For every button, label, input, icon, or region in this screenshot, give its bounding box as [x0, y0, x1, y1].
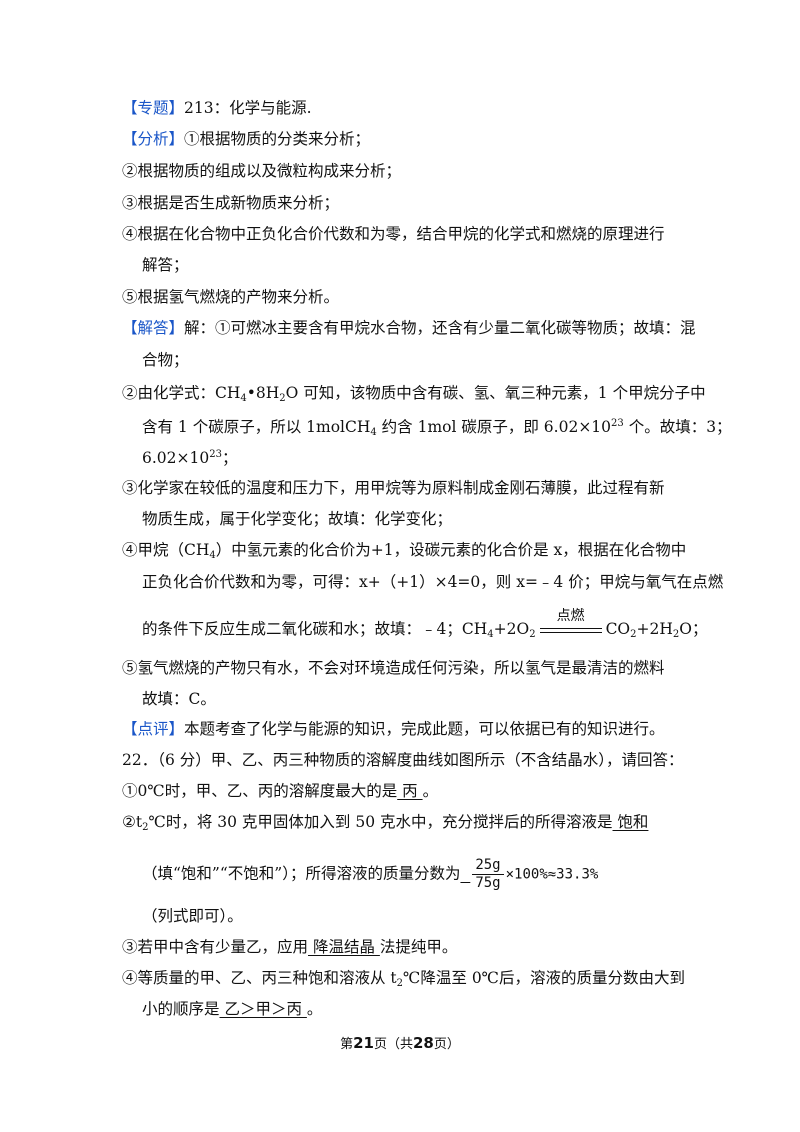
page-number: 21 — [353, 1034, 374, 1052]
question-22-part-4: ④等质量的甲、乙、丙三种饱和溶液从 t2℃降温至 0℃后，溶液的质量分数由大到 — [122, 969, 686, 989]
analysis-line-5: ⑤根据氢气燃烧的产物来分析。 — [122, 288, 340, 306]
question-22-part-2-cont2: （列式即可）。 — [142, 907, 243, 925]
answer-blank: 饱和 — [612, 813, 649, 831]
answer-line-2: ②由化学式：CH4•8H2O 可知，该物质中含有碳、氢、氧三种元素，1 个甲烷分… — [122, 384, 706, 404]
answer-blank: 乙＞甲＞丙 — [219, 1000, 307, 1018]
analysis-line-3: ③根据是否生成新物质来分析； — [122, 194, 340, 212]
analysis-line-1: 【分析】①根据物质的分类来分析； — [122, 130, 371, 148]
answer-line-4-cont: 正负化合价代数和为零，可得：x+（+1）×4=0，则 x=﹣4 价；甲烷与氧气在… — [142, 573, 724, 591]
answer-blank: 丙 — [397, 782, 423, 800]
question-22-part-1: ①0℃时，甲、乙、丙的溶解度最大的是 丙 。 — [122, 782, 439, 800]
answer-line-2-cont: 含有 1 个碳原子，所以 1molCH4 约含 1mol 碳原子，即 6.02×… — [142, 418, 732, 438]
answer-blank: 降温结晶 — [308, 938, 380, 956]
analysis-line-4-cont: 解答； — [142, 256, 189, 274]
page-footer: 第21页（共28页） — [340, 1034, 460, 1052]
page-total: 28 — [413, 1034, 434, 1052]
reaction-condition: 点燃 — [536, 608, 606, 642]
analysis-line-4: ④根据在化合物中正负化合价代数和为零，结合甲烷的化学式和燃烧的原理进行 — [122, 225, 665, 243]
answer-line-3: ③化学家在较低的温度和压力下，用甲烷等为原料制成金刚石薄膜，此过程有新 — [122, 479, 665, 497]
answer-line-4: ④甲烷（CH4）中氢元素的化合价为+1，设碳元素的化合价是 x，根据在化合物中 — [122, 541, 687, 561]
answer-line-1-cont: 合物； — [142, 351, 189, 369]
question-22-part-4-cont: 小的顺序是 乙＞甲＞丙 。 — [142, 1000, 323, 1018]
topic-tag: 【专题】 — [122, 99, 185, 117]
topic-line: 【专题】213：化学与能源. — [122, 99, 312, 117]
analysis-tag: 【分析】 — [122, 130, 185, 148]
question-22-part-3: ③若甲中含有少量乙，应用 降温结晶 法提纯甲。 — [122, 938, 458, 956]
answer-line-2-cont2: 6.02×1023； — [142, 449, 238, 467]
question-22-head: 22．（6 分）甲、乙、丙三种物质的溶解度曲线如图所示（不含结晶水），请回答： — [122, 751, 684, 769]
answer-line-1: 【解答】解：①可燃冰主要含有甲烷水合物，还含有少量二氧化碳等物质；故填：混 — [122, 319, 696, 337]
comment-line: 【点评】本题考查了化学与能源的知识，完成此题，可以依据已有的知识进行。 — [122, 720, 665, 738]
answer-line-5: ⑤氢气燃烧的产物只有水，不会对环境造成任何污染，所以氢气是最清洁的燃料 — [122, 659, 665, 677]
comment-tag: 【点评】 — [122, 720, 185, 738]
answer-line-5-cont: 故填：C。 — [142, 690, 216, 708]
question-22-part-2: ②t2℃时，将 30 克甲固体加入到 50 克水中，充分搅拌后的所得溶液是 饱和 — [122, 813, 649, 833]
analysis-line-2: ②根据物质的组成以及微粒构成来分析； — [122, 162, 402, 180]
answer-line-3-cont: 物质生成，属于化学变化；故填：化学变化； — [142, 510, 453, 528]
answer-tag: 【解答】 — [122, 319, 185, 337]
